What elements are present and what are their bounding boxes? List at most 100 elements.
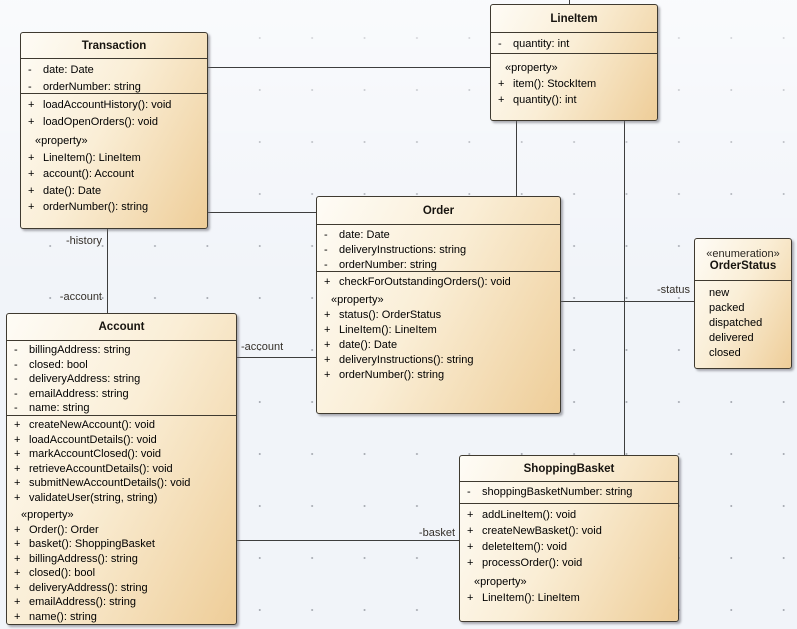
attribute-row: -billingAddress: string — [7, 343, 236, 358]
visibility: - — [324, 244, 328, 256]
visibility: - — [324, 259, 328, 271]
attribute-row: -deliveryInstructions: string — [317, 243, 560, 258]
member-text: date(): Date — [339, 339, 398, 351]
property-stereotype: «property» — [474, 576, 527, 588]
property-row: + name(): string — [7, 610, 236, 625]
member-text: deliveryAddress(): string — [29, 581, 148, 594]
visibility: + — [498, 94, 505, 106]
member-text: loadOpenOrders(): void — [43, 115, 158, 128]
connector-account-order[interactable] — [236, 357, 316, 358]
visibility: + — [324, 324, 331, 336]
property-row: +orderNumber(): string — [21, 199, 207, 216]
attributes-compartment: -shoppingBasketNumber: string — [460, 482, 678, 503]
enumeration-stereotype: «enumeration» — [706, 247, 780, 260]
member-text: emailAddress: string — [29, 387, 129, 400]
property-row: + LineItem(): LineItem — [317, 323, 560, 338]
connector-transaction-account[interactable] — [107, 228, 108, 313]
member-text: deliveryInstructions: string — [339, 244, 467, 256]
connector-transaction-order[interactable] — [208, 212, 316, 213]
member-text: date: Date — [339, 229, 390, 241]
visibility: + — [14, 491, 21, 504]
property-row: + date(): Date — [317, 338, 560, 353]
attribute-row: -date: Date — [317, 228, 560, 243]
member-text: name(): string — [29, 610, 97, 623]
member-text: LineItem(): LineItem — [43, 151, 141, 164]
attribute-row: -orderNumber: string — [317, 258, 560, 271]
attribute-row: -deliveryAddress: string — [7, 372, 236, 387]
attribute-row: -shoppingBasketNumber: string — [460, 484, 678, 500]
class-title: ShoppingBasket — [460, 456, 678, 482]
member-text: checkForOutstandingOrders(): void — [339, 276, 511, 288]
attributes-compartment: -billingAddress: string -closed: bool -d… — [7, 341, 236, 415]
connector-account-shoppingbasket[interactable] — [236, 540, 459, 541]
connector-lineitem-order[interactable] — [516, 120, 517, 196]
visibility: - — [14, 402, 18, 414]
visibility: + — [467, 509, 474, 521]
class-title: LineItem — [491, 5, 657, 33]
property-row: +deliveryAddress(): string — [7, 581, 236, 596]
attribute-row: -quantity: int — [491, 36, 657, 52]
enum-literal: closed — [709, 347, 741, 359]
class-lineitem[interactable]: LineItem -quantity: int «property» + item… — [490, 4, 658, 121]
operation-row: +loadAccountDetails(): void — [7, 433, 236, 448]
role-label-status: -status — [656, 284, 690, 296]
property-row: +LineItem(): LineItem — [460, 590, 678, 606]
visibility: - — [467, 486, 471, 498]
connector-order-orderstatus[interactable] — [560, 301, 694, 302]
operation-row: +markAccountClosed(): void — [7, 447, 236, 462]
class-orderstatus[interactable]: «enumeration» OrderStatus new packed dis… — [694, 238, 792, 369]
class-title: Transaction — [21, 33, 207, 59]
member-text: LineItem(): LineItem — [339, 324, 437, 336]
member-text: loadAccountDetails(): void — [29, 433, 157, 446]
visibility: + — [14, 596, 21, 608]
enum-literal: packed — [709, 302, 745, 314]
operation-row: +deleteItem(): void — [460, 539, 678, 555]
operations-compartment: +loadAccountHistory(): void +loadOpenOrd… — [21, 93, 207, 228]
member-text: account(): Account — [43, 168, 135, 180]
visibility: + — [324, 309, 331, 321]
connector-lineitem-offscreen[interactable] — [569, 0, 570, 5]
visibility: + — [14, 462, 21, 475]
member-text: orderNumber: string — [339, 259, 437, 271]
member-text: shoppingBasketNumber: string — [482, 486, 633, 498]
visibility: + — [14, 610, 21, 623]
class-shoppingbasket[interactable]: ShoppingBasket -shoppingBasketNumber: st… — [459, 455, 679, 622]
member-text: item(): StockItem — [513, 78, 597, 90]
class-transaction[interactable]: Transaction -date: Date -orderNumber: st… — [20, 32, 208, 229]
property-row: +Order(): Order — [7, 523, 236, 538]
connector-transaction-lineitem[interactable] — [208, 67, 490, 68]
property-stereotype: «property» — [505, 62, 558, 74]
member-text: processOrder(): void — [482, 557, 583, 569]
member-text: validateUser(string, string) — [29, 491, 158, 504]
visibility: + — [324, 339, 331, 351]
class-title: «enumeration» OrderStatus — [695, 239, 791, 281]
visibility: + — [14, 419, 21, 431]
visibility: + — [28, 151, 35, 164]
property-stereotype: «property» — [21, 509, 74, 521]
visibility: + — [467, 592, 474, 604]
visibility: + — [14, 538, 21, 550]
connector-lineitem-shoppingbasket[interactable] — [624, 120, 625, 455]
class-account[interactable]: Account -billingAddress: string -closed:… — [6, 313, 237, 625]
attribute-row: -orderNumber: string — [21, 79, 207, 94]
visibility: + — [28, 99, 35, 111]
visibility: - — [498, 38, 502, 50]
class-title-text: OrderStatus — [709, 259, 777, 272]
visibility: + — [324, 369, 331, 381]
visibility: - — [14, 387, 18, 400]
role-label-history: -history — [65, 235, 102, 247]
operation-row: +createNewBasket(): void — [460, 523, 678, 539]
member-text: submitNewAccountDetails(): void — [29, 477, 191, 489]
member-text: markAccountClosed(): void — [29, 448, 162, 460]
class-order[interactable]: Order -date: Date -deliveryInstructions:… — [316, 196, 561, 414]
member-text: retrieveAccountDetails(): void — [29, 462, 173, 475]
visibility: + — [14, 477, 21, 489]
visibility: + — [28, 115, 35, 128]
member-text: Order(): Order — [29, 523, 99, 536]
visibility: - — [14, 358, 18, 371]
enum-literal: dispatched — [709, 317, 763, 329]
member-text: addLineItem(): void — [482, 509, 577, 521]
visibility: + — [467, 557, 474, 569]
member-text: deliveryAddress: string — [29, 373, 141, 385]
